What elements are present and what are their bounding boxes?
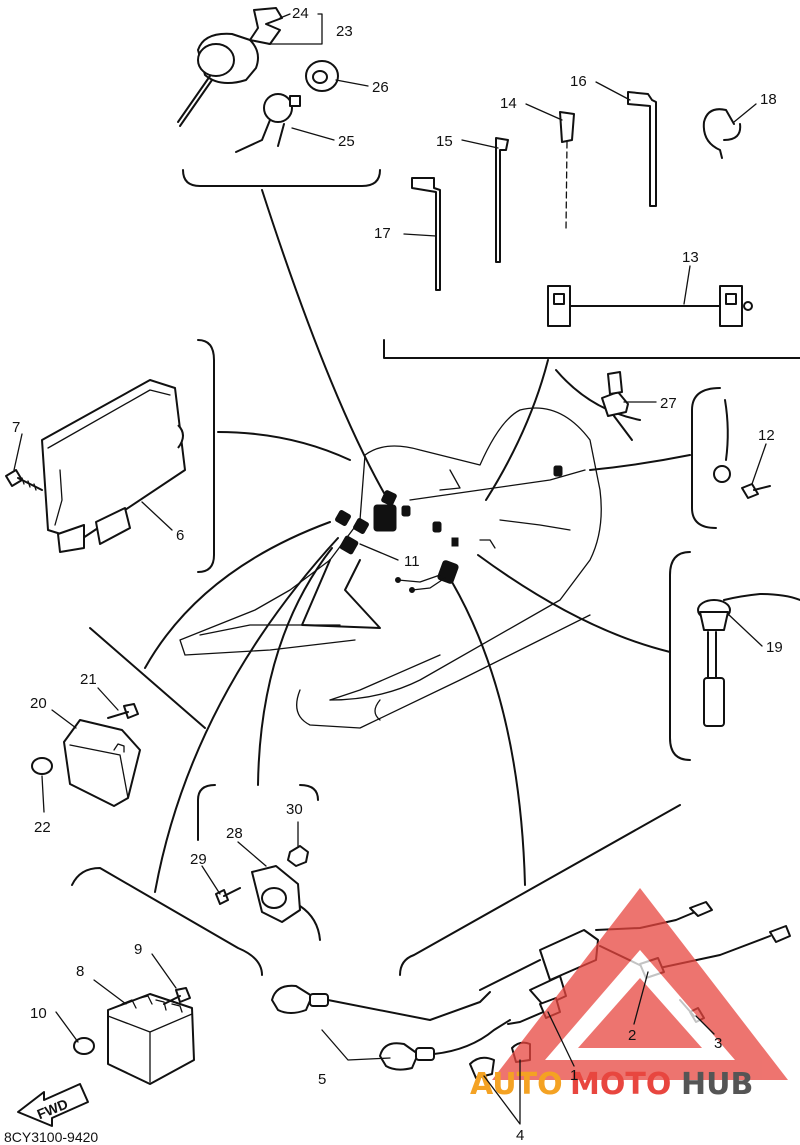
callout-27: 27: [660, 395, 677, 412]
callout-29: 29: [190, 851, 207, 868]
part-nut-30: [287, 845, 309, 867]
callout-16: 16: [570, 73, 587, 90]
part-switch-27: [601, 371, 633, 441]
part-sensor-19: [697, 593, 800, 727]
callout-9: 9: [134, 941, 142, 958]
part-nut-10: [73, 1037, 95, 1055]
callout-2: 2: [628, 1027, 636, 1044]
part-clamp-14: [559, 111, 575, 231]
callout-28: 28: [226, 825, 243, 842]
callout-11: 11: [404, 553, 420, 570]
leader-lines: [144, 189, 691, 893]
callout-5: 5: [318, 1071, 326, 1088]
watermark-moto: MOTO: [570, 1067, 671, 1102]
part-numbers: 24 23 26 25 14 15 16 18 17 13 27 12 7 6 …: [12, 5, 783, 1144]
part-bolt-9: [163, 987, 191, 1005]
part-bolt-21: [107, 703, 139, 719]
part-clamp-15: [495, 137, 509, 263]
callout-21: 21: [80, 671, 97, 688]
harness-connectors: [335, 465, 563, 593]
callout-20: 20: [30, 695, 47, 712]
part-cdi-unit: [41, 379, 186, 553]
part-plug-cap-lower: [379, 1019, 511, 1071]
part-nut-22: [31, 757, 53, 775]
callout-3: 3: [714, 1035, 722, 1052]
part-sensor-28: [251, 865, 321, 941]
part-clamp-16: [627, 91, 657, 207]
callout-22: 22: [34, 819, 51, 836]
part-main-switch: [177, 7, 283, 127]
watermark-auto: AUTO: [470, 1067, 563, 1102]
callout-17: 17: [374, 225, 391, 242]
callout-12: 12: [758, 427, 775, 444]
watermark-hub: HUB: [681, 1067, 753, 1102]
callout-23: 23: [336, 23, 353, 40]
callout-7: 7: [12, 419, 20, 436]
callout-30: 30: [286, 801, 303, 818]
callout-19: 19: [766, 639, 783, 656]
part-clip-18: [702, 108, 742, 159]
callout-leaders: [13, 13, 767, 1125]
part-tie-13: [547, 285, 753, 327]
part-bolt-7: [5, 469, 43, 491]
part-switch-knob: [305, 60, 339, 92]
watermark-text: AUTO MOTO HUB: [470, 1067, 753, 1102]
watermark-logo: [492, 888, 788, 1080]
part-regulator-8: [107, 993, 195, 1085]
callout-6: 6: [176, 527, 184, 544]
callout-24: 24: [292, 5, 309, 22]
callout-8: 8: [76, 963, 84, 980]
callout-18: 18: [760, 91, 777, 108]
group-brackets: [71, 169, 800, 976]
callout-26: 26: [372, 79, 389, 96]
part-screw-29: [215, 887, 241, 905]
snowmobile-outline: [179, 407, 602, 729]
diagram-code: 8CY3100-9420: [4, 1129, 98, 1145]
callout-10: 10: [30, 1005, 47, 1022]
part-bolt-12: [713, 399, 771, 499]
fwd-arrow: FWD: [17, 1083, 89, 1127]
callout-1: 1: [570, 1067, 578, 1084]
callout-4: 4: [516, 1127, 524, 1144]
part-plug-cap-upper: [271, 984, 491, 1021]
callout-13: 13: [682, 249, 699, 266]
part-light-switch: [235, 93, 301, 153]
part-clamp-17: [411, 177, 441, 291]
part-relay-20: [63, 719, 141, 807]
callout-15: 15: [436, 133, 453, 150]
callout-25: 25: [338, 133, 355, 150]
callout-14: 14: [500, 95, 517, 112]
